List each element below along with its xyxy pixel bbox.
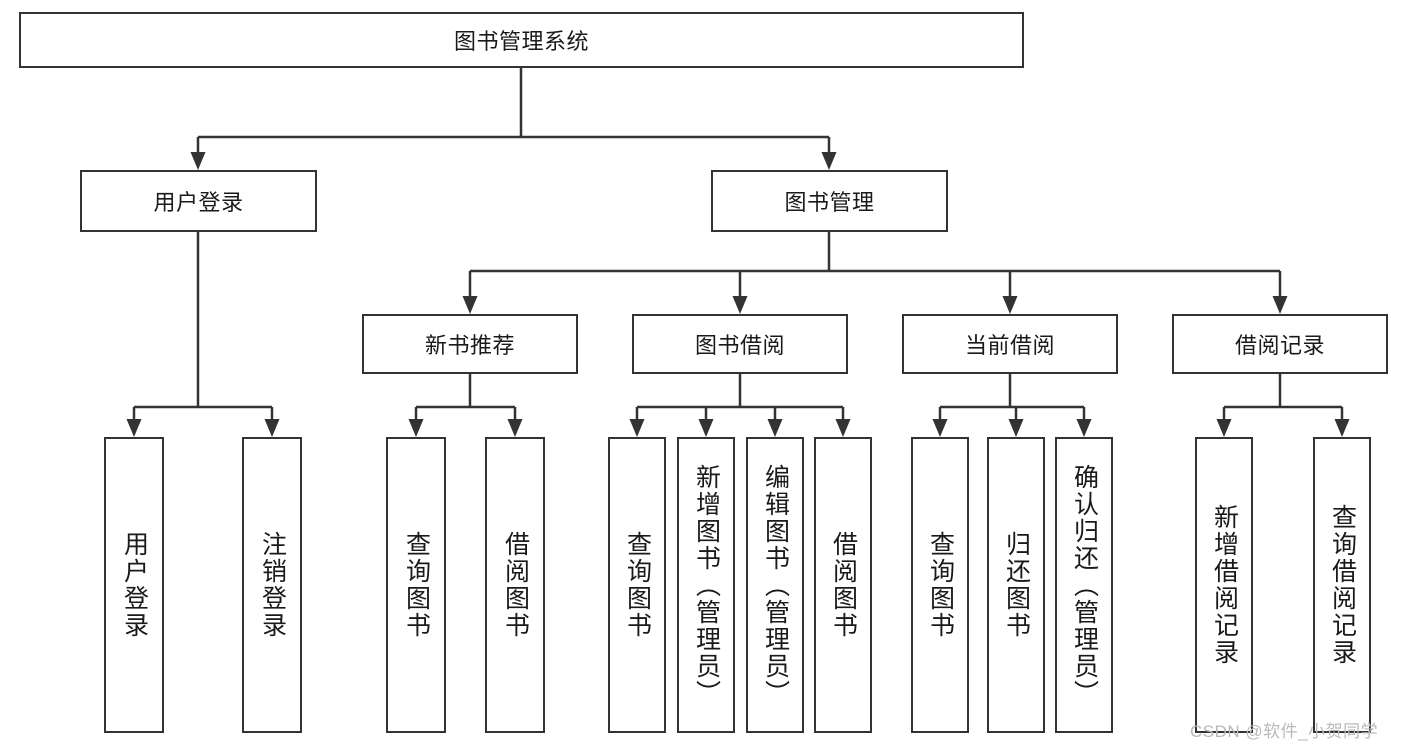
- arrow-user-login-leaf-1-head: [264, 419, 280, 437]
- arrow-new-book-recommend-leaf-0-head: [408, 419, 424, 437]
- node-leaf-query-record[interactable]: 查询借阅记录: [1313, 437, 1371, 733]
- node-label: 查询图书: [926, 531, 955, 639]
- node-label: 查询借阅记录: [1328, 504, 1357, 666]
- node-leaf-borrow-book-2[interactable]: 借阅图书: [814, 437, 872, 733]
- node-leaf-borrow-book-1[interactable]: 借阅图书: [485, 437, 545, 733]
- arrow-book-borrow-leaf-1-head: [698, 419, 714, 437]
- arrow-root-to-l1-0-head: [190, 152, 206, 170]
- node-label: 归还图书: [1002, 531, 1031, 639]
- node-label: 新增借阅记录: [1210, 504, 1239, 666]
- node-borrow-record[interactable]: 借阅记录: [1172, 314, 1388, 374]
- arrow-book-borrow-leaf-0-head: [629, 419, 645, 437]
- arrow-l1-to-l2-1-head: [732, 296, 748, 314]
- node-leaf-user-login[interactable]: 用户登录: [104, 437, 164, 733]
- arrow-user-login-leaf-0-head: [126, 419, 142, 437]
- node-leaf-query-book-2[interactable]: 查询图书: [608, 437, 666, 733]
- arrow-borrow-record-leaf-1-head: [1334, 419, 1350, 437]
- node-label: 当前借阅: [964, 333, 1055, 358]
- node-leaf-add-record[interactable]: 新增借阅记录: [1195, 437, 1253, 733]
- node-label: 用户登录: [120, 531, 149, 639]
- node-book-manage[interactable]: 图书管理: [711, 170, 948, 232]
- arrow-borrow-record-leaf-0-head: [1216, 419, 1232, 437]
- arrow-l1-to-l2-0-head: [462, 296, 478, 314]
- node-current-borrow[interactable]: 当前借阅: [902, 314, 1118, 374]
- node-leaf-query-book-3[interactable]: 查询图书: [911, 437, 969, 733]
- node-leaf-edit-book[interactable]: 编辑图书（管理员）: [746, 437, 804, 733]
- arrow-root-to-l1-1-head: [821, 152, 837, 170]
- node-leaf-confirm-return[interactable]: 确认归还（管理员）: [1055, 437, 1113, 733]
- csdn-watermark: CSDN @软件_小贺同学: [1190, 722, 1379, 741]
- node-new-book-recommend[interactable]: 新书推荐: [362, 314, 578, 374]
- node-user-login[interactable]: 用户登录: [80, 170, 317, 232]
- arrow-new-book-recommend-leaf-1-head: [507, 419, 523, 437]
- node-leaf-add-book[interactable]: 新增图书（管理员）: [677, 437, 735, 733]
- node-label: 确认归还（管理员）: [1070, 463, 1099, 707]
- arrow-current-borrow-leaf-0-head: [932, 419, 948, 437]
- node-label: 注销登录: [258, 531, 287, 639]
- node-root[interactable]: 图书管理系统: [19, 12, 1024, 68]
- arrow-l1-to-l2-2-head: [1002, 296, 1018, 314]
- node-label: 借阅图书: [501, 531, 530, 639]
- node-leaf-return-book[interactable]: 归还图书: [987, 437, 1045, 733]
- arrow-l1-to-l2-3-head: [1272, 296, 1288, 314]
- node-label: 图书管理: [784, 190, 875, 215]
- arrow-book-borrow-leaf-3-head: [835, 419, 851, 437]
- node-label: 用户登录: [153, 190, 244, 215]
- node-label: 借阅记录: [1234, 333, 1325, 358]
- node-label: 新增图书（管理员）: [692, 463, 721, 707]
- node-label: 新书推荐: [424, 333, 515, 358]
- arrow-current-borrow-leaf-2-head: [1076, 419, 1092, 437]
- node-label: 图书管理系统: [453, 29, 589, 54]
- node-label: 编辑图书（管理员）: [761, 463, 790, 707]
- node-label: 借阅图书: [829, 531, 858, 639]
- node-leaf-logout[interactable]: 注销登录: [242, 437, 302, 733]
- node-book-borrow[interactable]: 图书借阅: [632, 314, 848, 374]
- node-label: 图书借阅: [694, 333, 785, 358]
- node-label: 查询图书: [623, 531, 652, 639]
- arrow-book-borrow-leaf-2-head: [767, 419, 783, 437]
- arrow-current-borrow-leaf-1-head: [1008, 419, 1024, 437]
- node-leaf-query-book-1[interactable]: 查询图书: [386, 437, 446, 733]
- node-label: 查询图书: [402, 531, 431, 639]
